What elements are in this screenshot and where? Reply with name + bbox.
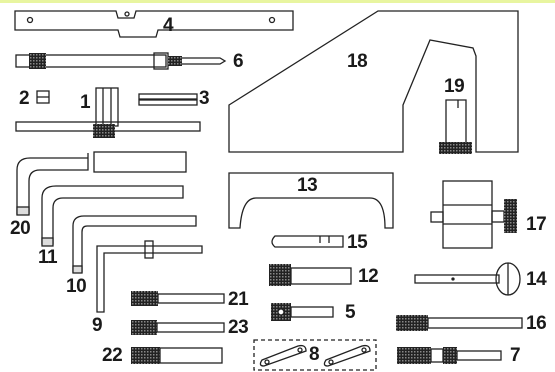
label-5: 5 (345, 302, 356, 323)
label-12: 12 (358, 266, 379, 287)
tool-8-links (253, 339, 377, 371)
top-accent-bar (0, 0, 555, 3)
tool-12-knob (269, 264, 352, 286)
tool-4-locking-bar (14, 10, 294, 38)
tool-9-hex-key (96, 240, 203, 313)
label-10: 10 (66, 276, 87, 297)
label-6: 6 (233, 51, 244, 72)
tool-17-block (430, 180, 517, 249)
label-3: 3 (199, 88, 210, 109)
tool-14-rod (414, 262, 521, 296)
tool-15-slotted-pin (271, 235, 344, 248)
tool-20-hex-key (16, 151, 187, 216)
label-2: 2 (19, 88, 30, 109)
label-1: 1 (80, 92, 91, 113)
label-19: 19 (444, 76, 465, 97)
label-13: 13 (297, 175, 318, 196)
tool-13-bridge (228, 172, 394, 229)
label-9: 9 (92, 315, 103, 336)
label-4: 4 (163, 15, 174, 36)
label-7: 7 (510, 345, 521, 366)
tool-23-pin (131, 320, 225, 335)
label-17: 17 (526, 214, 547, 235)
tool-6-pin (15, 52, 227, 70)
label-11: 11 (38, 247, 58, 268)
label-16: 16 (526, 313, 547, 334)
tool-5-pin (271, 303, 334, 321)
label-22: 22 (102, 345, 123, 366)
tool-11-hex-key (41, 185, 184, 247)
tool-19-bracket (439, 99, 472, 154)
label-15: 15 (347, 232, 368, 253)
tool-10-hex-key (72, 215, 197, 274)
tool-22-pin (131, 347, 223, 364)
label-23: 23 (228, 317, 249, 338)
label-14: 14 (526, 269, 547, 290)
label-21: 21 (228, 289, 249, 310)
label-20: 20 (10, 218, 31, 239)
tool-18-plate (228, 10, 519, 153)
tool-21-pin (131, 291, 225, 306)
tool-16-pin (396, 315, 523, 331)
tool-2-block (36, 90, 50, 104)
label-18: 18 (347, 51, 368, 72)
label-8: 8 (309, 344, 320, 365)
tool-7-pin (397, 347, 502, 364)
tool-3-bars (138, 93, 198, 106)
tool-1-crossbar (15, 87, 201, 138)
